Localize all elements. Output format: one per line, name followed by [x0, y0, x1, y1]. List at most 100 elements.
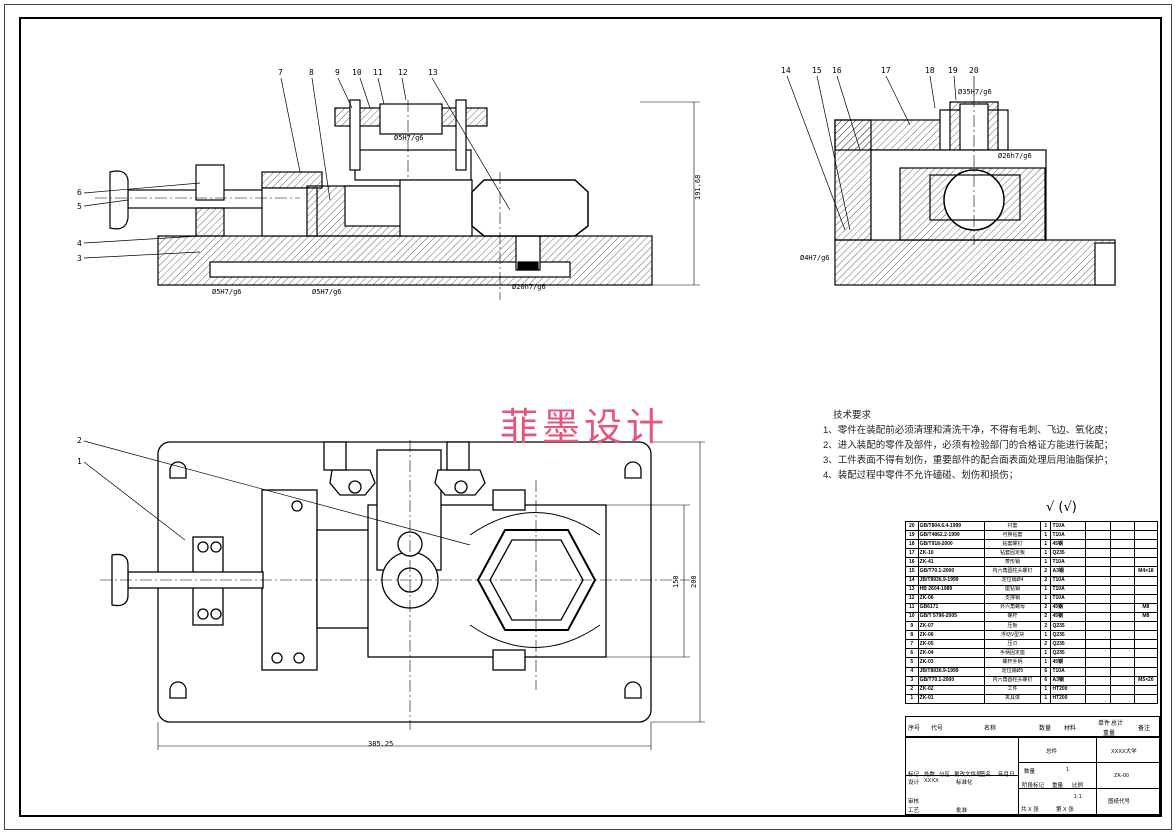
tb-scale-label: 比例	[1072, 783, 1084, 789]
front-view-labels: 7 8 9 10 11 12 13 6 5 4 3 191.68 Ø5H7/g6…	[77, 68, 702, 296]
balloon-11: 11	[373, 68, 383, 77]
bom-cell-mat: T10A	[1050, 530, 1087, 541]
tb-drawing-code: 图纸代号	[1108, 799, 1131, 805]
bom-cell-empty	[1085, 575, 1111, 586]
bom-cell-mat: Q235	[1050, 648, 1087, 659]
bom-header-no: 序号	[908, 726, 921, 732]
bom-cell-empty	[1109, 520, 1135, 532]
bom-cell-empty	[1085, 530, 1111, 541]
dim-150: 150	[672, 575, 680, 588]
bom-cell-name: 菱形销	[984, 557, 1041, 568]
bom-cell-empty	[1109, 693, 1135, 704]
balloon-2: 2	[77, 436, 82, 445]
bom-cell-empty	[1085, 548, 1111, 559]
bom-cell-empty	[1085, 539, 1111, 550]
bom-cell-no: 13	[905, 584, 919, 595]
bom-cell-name: 浮动V型块	[984, 630, 1041, 641]
bom-cell-code: HB 2604-1989	[917, 584, 986, 595]
bom-cell-code: ZK-02	[917, 684, 986, 695]
bom-cell-empty	[1109, 657, 1135, 668]
tb-change-label: 更改文件号	[954, 772, 982, 778]
bom-header: 序号 代号 名称 数量 材料 单件 总计 重量 备注	[905, 716, 1160, 738]
bom-cell-no: 18	[905, 539, 919, 550]
bom-cell-empty	[1109, 557, 1135, 568]
requirement-3: 3、工件表面不得有划伤，重要部件的配合面表面处理后用油脂保护；	[823, 455, 1114, 466]
tb-review-label: 审核	[908, 799, 920, 805]
bom-cell-rem	[1133, 575, 1159, 586]
dim-fit-1: Ø5H7/g6	[394, 134, 424, 142]
bom-cell-name: 衬套	[984, 520, 1041, 532]
bom-cell-empty	[1109, 621, 1135, 632]
drill-plate	[354, 149, 472, 181]
requirement-1: 1、零件在装配前必须清理和清洗干净，不得有毛刺、飞边、氧化皮；	[823, 425, 1114, 436]
bom-cell-empty	[1109, 639, 1135, 650]
bom-cell-qty: 6	[1039, 675, 1052, 686]
bom-cell-rem	[1133, 666, 1159, 677]
bom-cell-mat: A3钢	[1050, 566, 1087, 577]
bom-cell-qty: 1	[1039, 548, 1052, 559]
tb-designer-label: 设计	[908, 780, 920, 786]
tb-count-label: 处数	[924, 772, 936, 778]
bom-cell-no: 12	[905, 593, 919, 604]
bom-cell-no: 16	[905, 557, 919, 568]
handle-knob	[109, 170, 129, 230]
dim-200: 200	[690, 575, 698, 588]
bom-cell-mat: T10A	[1050, 520, 1087, 532]
bom-cell-rem: M8	[1133, 611, 1159, 623]
surface-roughness-symbol: √ (√)	[1046, 500, 1077, 515]
dim-width: 385.25	[368, 740, 393, 748]
bom-cell-empty	[1109, 548, 1135, 559]
bom-cell-name: 内六角圆柱头螺钉	[984, 675, 1041, 686]
bom-cell-mat: A3钢	[1050, 675, 1087, 686]
bom-cell-mat: 45钢	[1050, 602, 1087, 613]
dim-height: 191.68	[694, 175, 702, 200]
bom-cell-empty	[1085, 684, 1111, 695]
balloon-18: 18	[925, 66, 935, 75]
bom-cell-code: ZK-03	[917, 657, 986, 668]
bom-cell-no: 8	[905, 630, 919, 641]
bom-cell-code: GB/T70.1-2000	[917, 566, 986, 577]
bom-cell-rem: M8	[1133, 602, 1159, 613]
bom-header-mat: 材料	[1064, 726, 1077, 732]
bom-cell-rem	[1133, 648, 1159, 659]
bom-header-qty: 数量	[1039, 726, 1052, 732]
bom-cell-no: 1	[905, 693, 919, 704]
bom-cell-empty	[1085, 621, 1111, 632]
bom-cell-name: 螺杆	[984, 611, 1041, 623]
tb-approve-label: 批准	[956, 808, 968, 814]
bom-cell-rem	[1133, 693, 1159, 704]
bom-header-code: 代号	[931, 726, 944, 732]
bom-cell-empty	[1085, 693, 1111, 704]
dim-pin-fit: Ø4H7/g6	[800, 254, 830, 262]
bom-cell-empty	[1085, 611, 1111, 623]
bom-cell-mat: HT200	[1050, 693, 1087, 704]
bom-cell-empty	[1109, 675, 1135, 686]
bom-cell-rem: M4×18	[1133, 566, 1159, 577]
dim-bore-fit: Ø26h7/g6	[998, 152, 1032, 160]
bom-cell-rem	[1133, 657, 1159, 668]
bom-cell-code: ZK-01	[917, 693, 986, 704]
bom-cell-empty	[1085, 639, 1111, 650]
dim-fit-4: Ø20h7/g6	[512, 283, 546, 291]
workpiece-section	[471, 179, 589, 237]
tb-quantity-label: 数量	[1024, 769, 1036, 775]
bom-cell-rem	[1133, 593, 1159, 604]
bom-cell-empty	[1085, 657, 1111, 668]
bom-cell-empty	[1085, 602, 1111, 613]
bom-cell-name: 螺杆手柄	[984, 657, 1041, 668]
balloon-13: 13	[428, 68, 438, 77]
bom-cell-code: JB/T8936.9-1999	[917, 575, 986, 586]
bom-cell-empty	[1109, 539, 1135, 550]
bom-cell-mat: T10A	[1050, 593, 1087, 604]
balloon-20: 20	[969, 66, 979, 75]
